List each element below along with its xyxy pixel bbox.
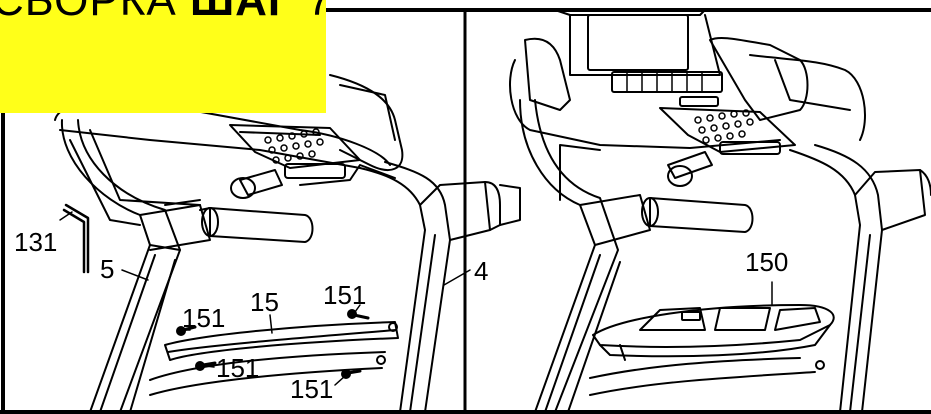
right-handle xyxy=(641,197,754,233)
crossbar-15 xyxy=(149,321,399,396)
left-handle xyxy=(199,207,314,243)
label-151-bottom-left: 151 xyxy=(216,353,260,383)
step-title: СБОРКА ШАГ 7 xyxy=(0,0,333,25)
right-upright-right xyxy=(789,144,931,413)
label-15: 15 xyxy=(250,287,279,317)
left-upright-5 xyxy=(60,119,211,413)
right-upright-left xyxy=(519,99,651,413)
label-5: 5 xyxy=(100,254,115,284)
step-title-banner: СБОРКА ШАГ 7 xyxy=(0,0,332,113)
right-console xyxy=(509,9,866,201)
label-4: 4 xyxy=(474,256,489,286)
label-151-bottom-right: 151 xyxy=(290,374,334,404)
leader-lines-left xyxy=(59,211,471,386)
diagram-frame xyxy=(0,8,931,414)
label-151-top-left: 151 xyxy=(182,303,226,333)
accessory-tray-150 xyxy=(589,304,835,396)
label-151-top-right: 151 xyxy=(323,280,367,310)
hex-key-131 xyxy=(62,203,90,274)
left-upright-4 xyxy=(359,161,521,413)
label-150: 150 xyxy=(745,247,789,277)
label-131: 131 xyxy=(14,227,58,257)
